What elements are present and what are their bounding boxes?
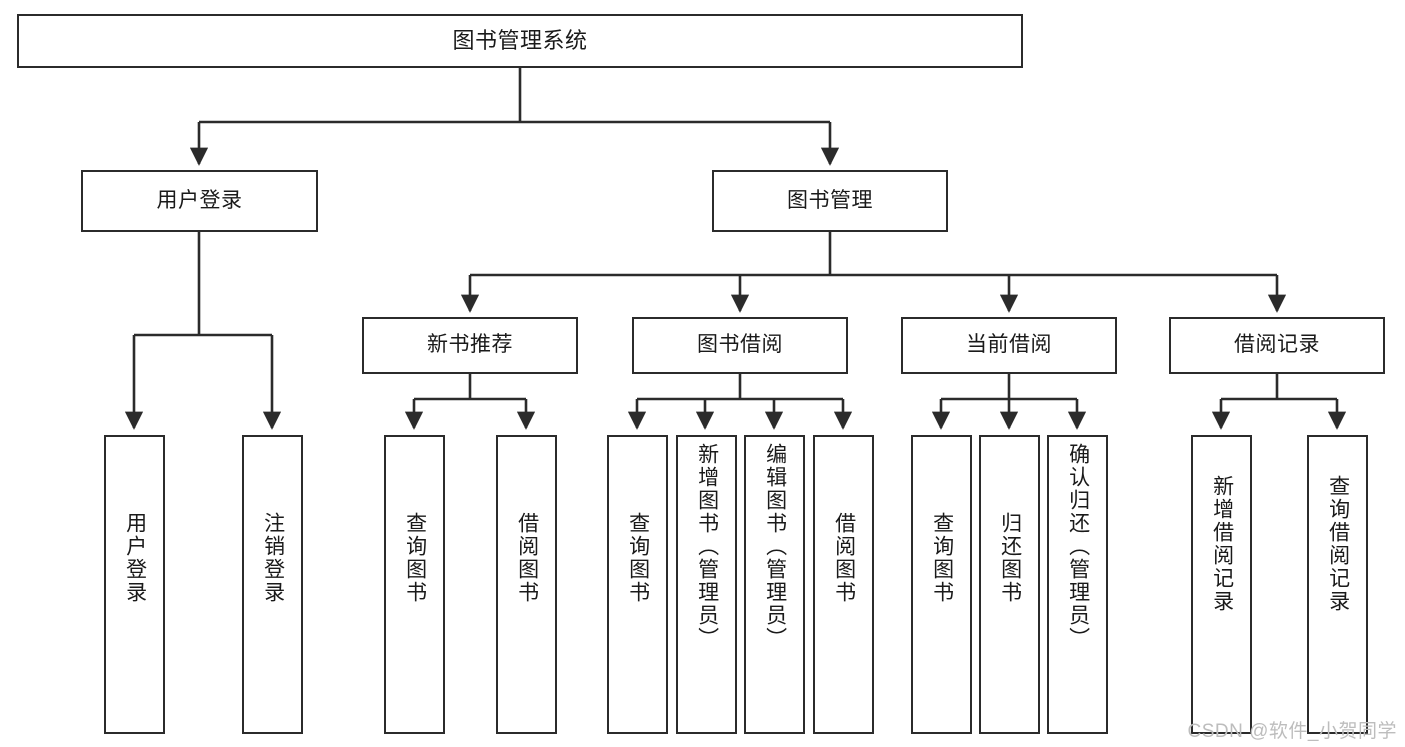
leaf-confirm-return-admin[interactable]: 确认归还（管理员） xyxy=(1047,435,1108,734)
node-label: 用户登录 xyxy=(123,512,147,604)
leaf-user-login[interactable]: 用户登录 xyxy=(104,435,165,734)
leaf-query-book-borrow[interactable]: 查询图书 xyxy=(607,435,668,734)
node-label: 当前借阅 xyxy=(966,333,1052,357)
node-label: 查询图书 xyxy=(930,512,954,604)
node-label: 归还图书 xyxy=(998,512,1022,604)
leaf-query-borrow-record[interactable]: 查询借阅记录 xyxy=(1307,435,1368,734)
node-label: 查询图书 xyxy=(403,512,427,604)
node-label: 图书借阅 xyxy=(697,333,783,357)
node-new-book-recommend[interactable]: 新书推荐 xyxy=(362,317,578,374)
node-root-system[interactable]: 图书管理系统 xyxy=(17,14,1023,68)
node-label: 图书管理 xyxy=(787,188,873,212)
node-label: 借阅记录 xyxy=(1234,333,1320,357)
node-label: 新增借阅记录 xyxy=(1210,475,1234,613)
node-label: 图书管理系统 xyxy=(452,28,588,54)
node-label: 借阅图书 xyxy=(515,512,539,604)
node-book-borrow[interactable]: 图书借阅 xyxy=(632,317,848,374)
node-book-management[interactable]: 图书管理 xyxy=(712,170,948,232)
node-label: 查询借阅记录 xyxy=(1326,475,1350,613)
leaf-borrow-book-new[interactable]: 借阅图书 xyxy=(496,435,557,734)
leaf-query-book-current[interactable]: 查询图书 xyxy=(911,435,972,734)
leaf-add-borrow-record[interactable]: 新增借阅记录 xyxy=(1191,435,1252,734)
leaf-query-book-new[interactable]: 查询图书 xyxy=(384,435,445,734)
node-label: 新增图书（管理员） xyxy=(695,443,719,650)
node-borrow-record[interactable]: 借阅记录 xyxy=(1169,317,1385,374)
leaf-logout-login[interactable]: 注销登录 xyxy=(242,435,303,734)
leaf-edit-book-admin[interactable]: 编辑图书（管理员） xyxy=(744,435,805,734)
watermark-text: CSDN @软件_小贺同学 xyxy=(1187,721,1397,742)
leaf-borrow-book[interactable]: 借阅图书 xyxy=(813,435,874,734)
node-user-login[interactable]: 用户登录 xyxy=(81,170,318,232)
leaf-add-book-admin[interactable]: 新增图书（管理员） xyxy=(676,435,737,734)
node-label: 注销登录 xyxy=(261,512,285,604)
node-label: 借阅图书 xyxy=(832,512,856,604)
node-label: 用户登录 xyxy=(156,188,243,212)
node-label: 新书推荐 xyxy=(427,333,513,357)
node-current-borrow[interactable]: 当前借阅 xyxy=(901,317,1117,374)
node-label: 编辑图书（管理员） xyxy=(763,443,787,650)
leaf-return-book[interactable]: 归还图书 xyxy=(979,435,1040,734)
node-label: 查询图书 xyxy=(626,512,650,604)
node-label: 确认归还（管理员） xyxy=(1066,443,1090,650)
